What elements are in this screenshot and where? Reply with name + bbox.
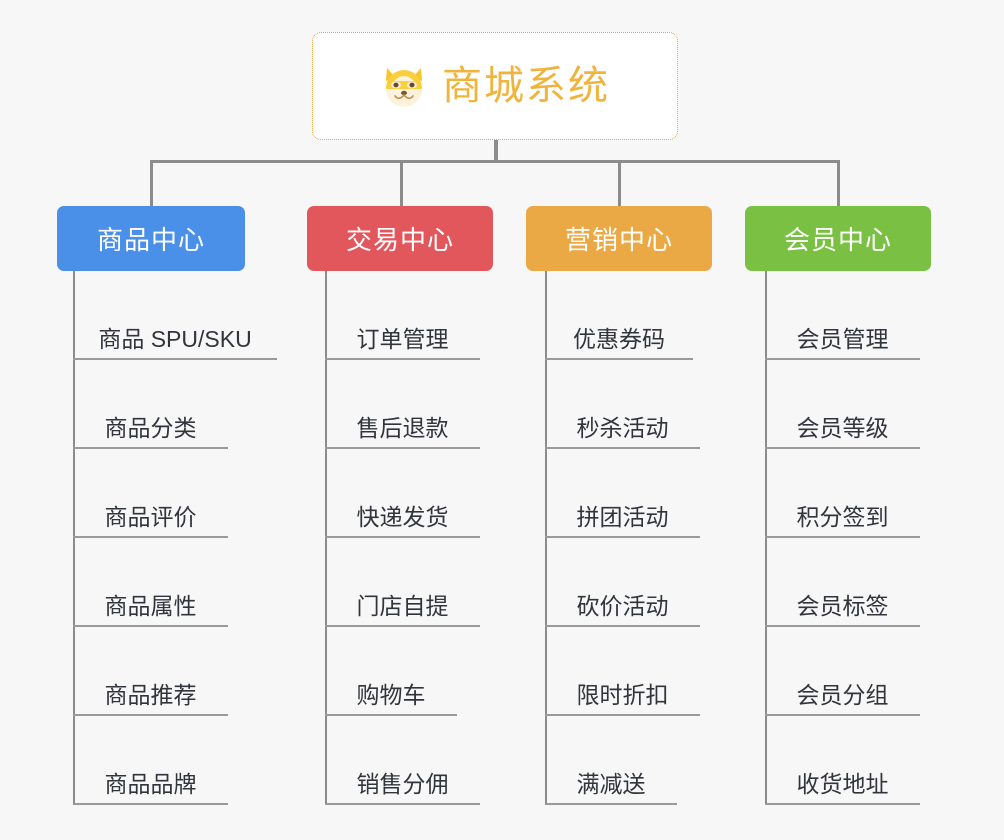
category-label: 会员中心 — [783, 225, 892, 255]
category-label: 商品中心 — [96, 225, 205, 255]
leaf-item[interactable]: 积分签到 — [765, 449, 920, 538]
leaf-item[interactable]: 秒杀活动 — [545, 360, 700, 449]
leaf-label: 会员分组 — [796, 681, 889, 708]
column-spine — [325, 271, 327, 805]
leaf-label: 门店自提 — [356, 592, 449, 619]
leaf-label: 会员标签 — [796, 592, 889, 619]
leaf-label: 商品评价 — [104, 503, 197, 530]
leaf-label: 收货地址 — [796, 770, 889, 797]
leaf-item[interactable]: 快递发货 — [325, 449, 480, 538]
leaf-item[interactable]: 商品分类 — [73, 360, 228, 449]
leaf-label: 拼团活动 — [576, 503, 669, 530]
leaf-item[interactable]: 砍价活动 — [545, 538, 700, 627]
leaf-item[interactable]: 购物车 — [325, 627, 457, 716]
leaf-label: 售后退款 — [356, 414, 449, 441]
leaf-item[interactable]: 拼团活动 — [545, 449, 700, 538]
leaf-label: 会员等级 — [796, 414, 889, 441]
leaf-label: 商品品牌 — [104, 770, 197, 797]
category-box-4[interactable]: 会员中心 — [745, 206, 931, 271]
leaf-label: 商品属性 — [104, 592, 197, 619]
category-box-1[interactable]: 商品中心 — [57, 206, 245, 271]
leaf-label: 购物车 — [356, 681, 426, 708]
category-box-2[interactable]: 交易中心 — [307, 206, 493, 271]
leaf-item[interactable]: 售后退款 — [325, 360, 480, 449]
leaf-label: 订单管理 — [356, 325, 449, 352]
leaf-item[interactable]: 会员等级 — [765, 360, 920, 449]
root-title: 商城系统 — [442, 64, 610, 108]
category-label: 营销中心 — [564, 225, 673, 255]
leaf-item[interactable]: 订单管理 — [325, 271, 480, 360]
leaf-item[interactable]: 收货地址 — [765, 716, 920, 805]
leaf-item[interactable]: 商品评价 — [73, 449, 228, 538]
leaf-label: 快递发货 — [356, 503, 449, 530]
leaf-item[interactable]: 满减送 — [545, 716, 677, 805]
category-box-3[interactable]: 营销中心 — [526, 206, 712, 271]
column-spine — [545, 271, 547, 805]
leaf-item[interactable]: 销售分佣 — [325, 716, 480, 805]
leaf-label: 优惠券码 — [573, 325, 665, 352]
leaf-label: 商品分类 — [104, 414, 197, 441]
leaf-label: 积分签到 — [796, 503, 889, 530]
leaf-item[interactable]: 会员管理 — [765, 271, 920, 360]
leaf-label: 满减送 — [576, 770, 646, 797]
leaf-label: 商品推荐 — [104, 681, 197, 708]
leaf-item[interactable]: 商品 SPU/SKU — [73, 271, 277, 360]
leaf-item[interactable]: 门店自提 — [325, 538, 480, 627]
leaf-item[interactable]: 会员分组 — [765, 627, 920, 716]
connector-horizontal-bus — [150, 160, 840, 163]
column-spine — [765, 271, 767, 805]
connector-root-stem — [494, 140, 498, 162]
dog-face-icon — [380, 62, 428, 110]
leaf-label: 秒杀活动 — [576, 414, 669, 441]
leaf-item[interactable]: 限时折扣 — [545, 627, 700, 716]
leaf-label: 会员管理 — [796, 325, 889, 352]
leaf-label: 砍价活动 — [576, 592, 669, 619]
leaf-item[interactable]: 商品推荐 — [73, 627, 228, 716]
connector-drop-4 — [837, 160, 840, 208]
connector-drop-2 — [400, 160, 403, 208]
connector-drop-1 — [150, 160, 153, 208]
connector-drop-3 — [618, 160, 621, 208]
leaf-item[interactable]: 优惠券码 — [545, 271, 693, 360]
category-label: 交易中心 — [345, 225, 454, 255]
leaf-label: 销售分佣 — [356, 770, 449, 797]
column-spine — [73, 271, 75, 805]
root-node[interactable]: 商城系统 — [312, 32, 678, 140]
leaf-label: 商品 SPU/SKU — [98, 325, 252, 352]
leaf-label: 限时折扣 — [576, 681, 669, 708]
leaf-item[interactable]: 会员标签 — [765, 538, 920, 627]
leaf-item[interactable]: 商品品牌 — [73, 716, 228, 805]
leaf-item[interactable]: 商品属性 — [73, 538, 228, 627]
